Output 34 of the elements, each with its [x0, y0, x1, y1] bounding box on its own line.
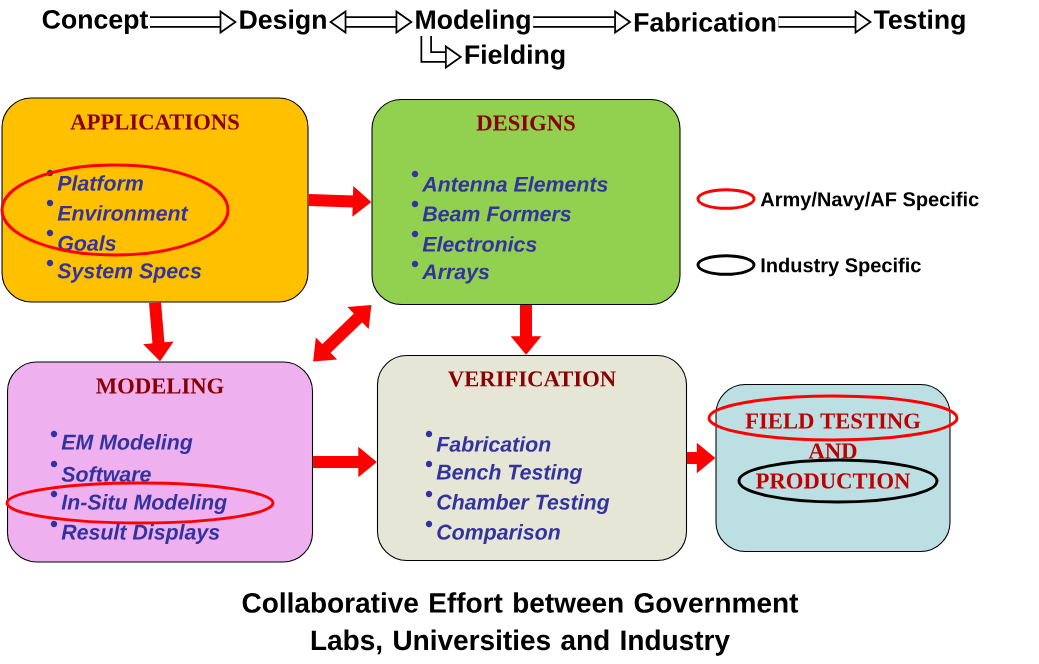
bullet-item: Chamber Testing [437, 494, 610, 514]
caption: Collaborative Effort between Government Labs, Universities and Industry [242, 592, 799, 656]
bullet-item: Comparison [437, 524, 560, 544]
flow-word: Testing [873, 9, 965, 35]
bullet-item: EM Modeling [61, 434, 193, 454]
bullet-item: Fabrication [436, 436, 551, 452]
flow-word: Concept [42, 9, 148, 35]
box-title: PRODUCTION [755, 473, 911, 489]
box-title: VERIFICATION [448, 371, 616, 387]
box-title: AND [808, 443, 857, 459]
bullet-item: Electronics [422, 236, 537, 252]
bullet-item: Result Displays [61, 524, 220, 544]
bullet-item: Platform [57, 175, 143, 191]
bullet-item: Environment [57, 205, 189, 221]
box-title: FIELD TESTING [745, 413, 921, 429]
bullet-item: Beam Formers [422, 206, 571, 222]
bullet-item: Antenna Elements [421, 176, 608, 192]
bullet-item: Goals [58, 235, 116, 251]
bullet-item: System Specs [57, 263, 202, 283]
box-title: APPLICATIONS [70, 114, 239, 130]
legend-text: Army/Navy/AF Specific [760, 191, 979, 211]
legend-text: Industry Specific [761, 257, 921, 277]
bullet-item: In-Situ Modeling [61, 494, 227, 514]
bullet-item: Software [61, 466, 151, 482]
arrow [313, 305, 372, 362]
flow-word: Modeling [416, 9, 530, 35]
box-title: MODELING [96, 378, 224, 394]
bullet-item: Arrays [421, 264, 490, 284]
flow-word: Fabrication [634, 12, 776, 32]
arrow [329, 9, 413, 35]
box-title: DESIGNS [476, 115, 575, 131]
flow-word: Fielding [465, 44, 565, 70]
bullet-item: Bench Testing [436, 464, 583, 484]
flow-word: Design [240, 9, 326, 35]
